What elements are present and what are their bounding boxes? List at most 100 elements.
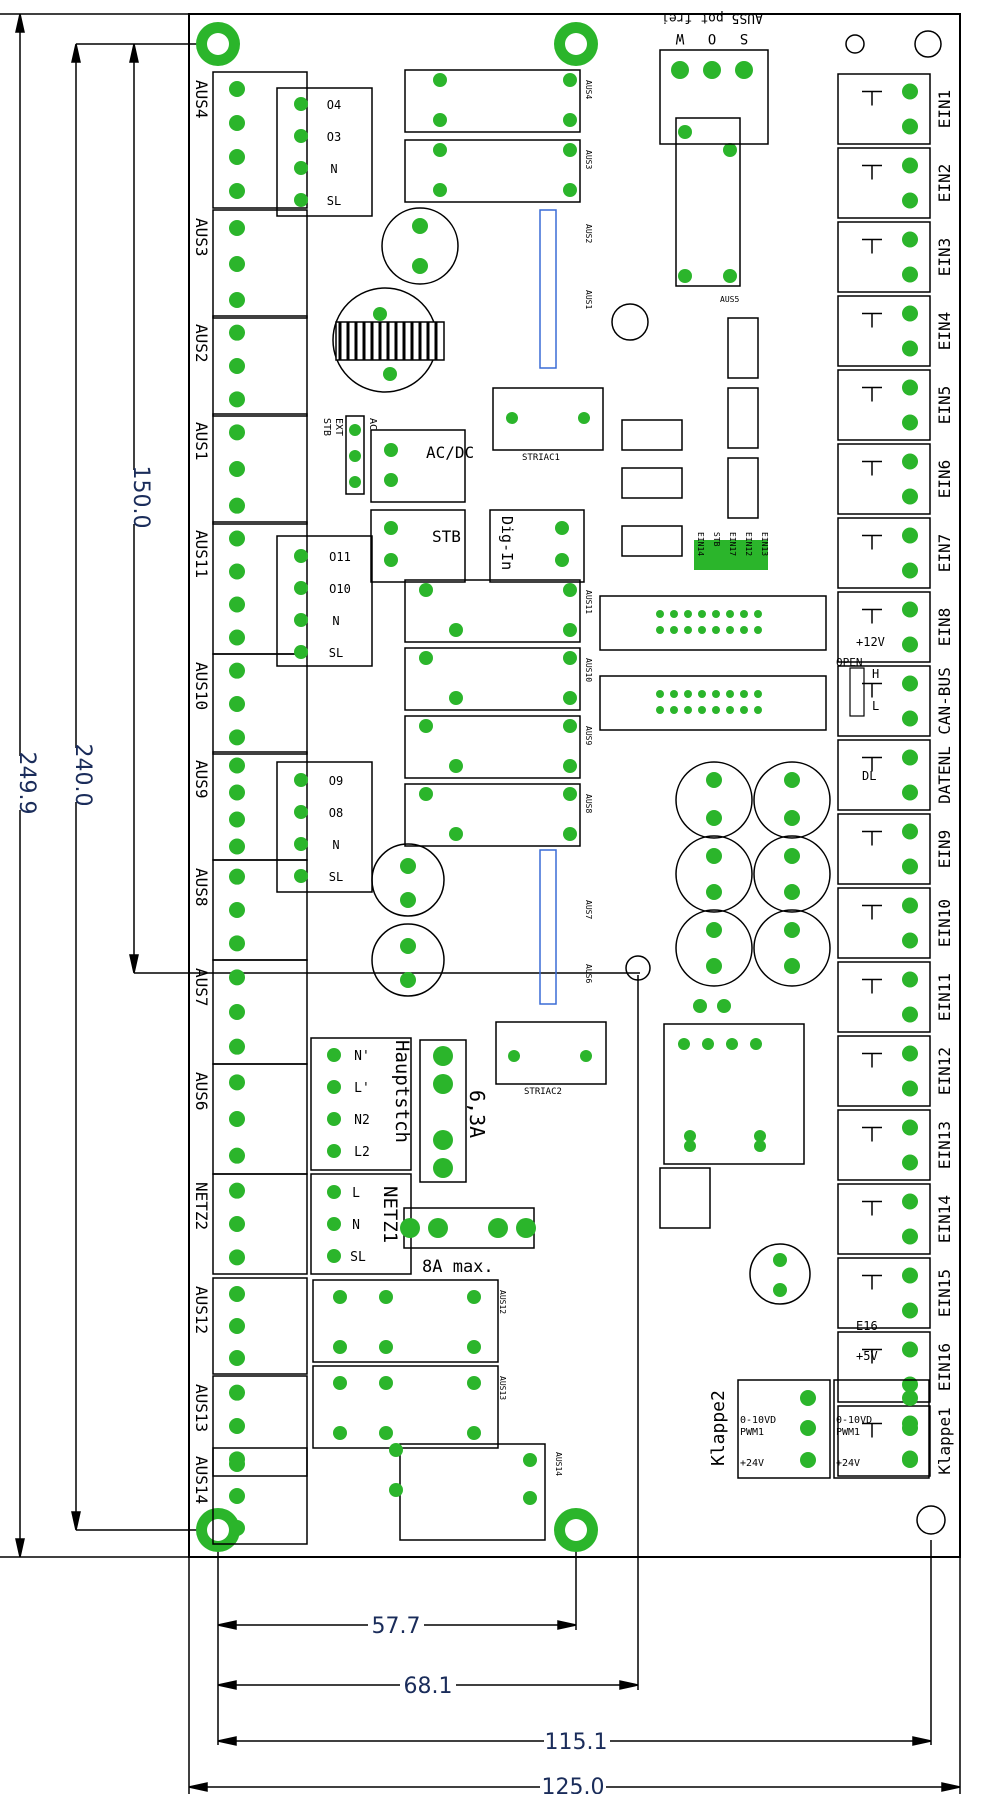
left-terminal-pad xyxy=(229,696,245,712)
pin-netz-l: L xyxy=(352,1186,360,1201)
connector-pins-center xyxy=(656,540,768,1152)
right-terminal-strip: EIN1EIN2EIN3EIN4EIN5EIN6EIN7EIN8CAN-BUSD… xyxy=(837,73,954,1477)
relay-aus13-label: AUS13 xyxy=(498,1376,507,1400)
right-terminal-label: EIN8 xyxy=(935,608,954,647)
left-terminal-pad xyxy=(229,1418,245,1434)
left-terminal-block xyxy=(212,1375,308,1477)
left-terminal-label: AUS9 xyxy=(192,760,211,799)
capacitors xyxy=(371,207,831,1305)
right-terminal-pad xyxy=(902,1302,918,1319)
main-fuse: 6,3A xyxy=(419,1039,489,1183)
right-terminal-block xyxy=(837,813,931,885)
left-terminal-block xyxy=(212,1063,308,1175)
left-terminal-label: AUS11 xyxy=(192,530,211,578)
dim-240-0: 240.0 xyxy=(70,744,95,807)
dim-249-9: 249.9 xyxy=(14,752,39,815)
right-terminal-mark xyxy=(862,1422,882,1438)
inductor xyxy=(332,287,445,393)
left-terminal-pad xyxy=(229,391,245,408)
digin-block: Dig-In xyxy=(489,509,585,583)
right-terminal-pad xyxy=(902,675,918,692)
right-terminal-pad xyxy=(902,192,918,209)
pin-o11: O11 xyxy=(329,550,351,564)
digin-label: Dig-In xyxy=(498,516,516,570)
left-terminal-block xyxy=(212,1277,308,1375)
left-terminal-pad xyxy=(229,729,245,746)
left-terminal-pad xyxy=(229,868,245,885)
fuse-holders-blue xyxy=(539,209,557,1005)
left-terminal-pad xyxy=(229,596,245,613)
right-terminal-pad xyxy=(902,636,918,653)
pin-netz-sl: SL xyxy=(350,1250,366,1265)
pin-n2: N2 xyxy=(354,1113,370,1128)
relay-aus5-label: AUS5 xyxy=(720,295,739,304)
right-terminal-mark xyxy=(862,90,882,106)
left-terminal-block xyxy=(212,413,308,525)
relay-aus6-label: AUS6 xyxy=(584,964,593,983)
left-terminal-label: AUS2 xyxy=(192,324,211,363)
left-terminal-pad xyxy=(229,1384,245,1401)
netz1-label: NETZ1 xyxy=(379,1186,401,1243)
right-terminal-pad xyxy=(902,83,918,100)
hauptstch-block: N' L' N2 L2 Hauptstch xyxy=(310,1037,413,1171)
right-terminal-mark xyxy=(862,904,882,920)
dim-150-0: 150.0 xyxy=(128,466,153,529)
right-terminal-label: EIN15 xyxy=(935,1269,954,1317)
pin-sl-9: SL xyxy=(329,870,343,884)
left-terminal-label: AUS12 xyxy=(192,1286,211,1334)
stb-switch-label-0: STB xyxy=(321,418,332,436)
relay-aus3-label: AUS3 xyxy=(584,150,593,169)
left-terminal-pad xyxy=(229,902,245,918)
right-terminal-label: EIN1 xyxy=(935,90,954,129)
left-terminal-pad xyxy=(229,497,245,514)
klappe1-pin-pwm1: PWM1 xyxy=(836,1427,860,1438)
pin-o3: O3 xyxy=(327,130,341,144)
left-terminal-pad xyxy=(229,183,245,199)
right-terminal-mark xyxy=(862,386,882,402)
right-terminal-block xyxy=(837,961,931,1033)
relay-aus9-label: AUS9 xyxy=(584,726,593,745)
left-terminal-block xyxy=(212,1447,308,1545)
dim-57-7: 57.7 xyxy=(372,1614,421,1639)
relay-aus1-label: AUS1 xyxy=(584,290,593,309)
left-terminal-block xyxy=(212,653,308,755)
klappe1-pin-0-10v: 0-10VD xyxy=(836,1415,872,1426)
right-terminal-label: EIN7 xyxy=(935,534,954,573)
left-terminal-label: AUS6 xyxy=(192,1072,211,1111)
fuse-8a-label: 8A max. xyxy=(422,1257,494,1277)
left-terminal-pad xyxy=(229,530,245,547)
right-terminal-block xyxy=(837,1109,931,1181)
left-terminal-block xyxy=(212,209,308,319)
aus5-w: W xyxy=(675,30,684,46)
aus5-o: O xyxy=(708,30,716,46)
right-terminal-block xyxy=(837,517,931,589)
hauptstch-label: Hauptstch xyxy=(391,1040,413,1143)
right-terminal-block xyxy=(837,1035,931,1107)
left-terminal-pad xyxy=(229,149,245,165)
stb-switch: STB EXT AC xyxy=(321,415,378,495)
right-terminal-label: EIN16 xyxy=(935,1343,954,1391)
jumper-label-0: EIN14 xyxy=(696,532,705,556)
right-terminal-block xyxy=(837,887,931,959)
right-terminal-pad xyxy=(902,488,918,505)
right-terminal-block xyxy=(837,295,931,367)
left-terminal-pad xyxy=(229,662,245,679)
right-terminal-pad xyxy=(902,379,918,396)
left-terminal-pad xyxy=(229,1350,245,1366)
can-bus-pins: +12V H L OPEN xyxy=(836,635,885,717)
right-terminal-block xyxy=(837,73,931,145)
left-terminal-pad xyxy=(229,1111,245,1127)
left-terminal-block xyxy=(212,751,308,861)
right-terminal-pad xyxy=(902,305,918,322)
left-terminal-pad xyxy=(229,969,245,986)
right-terminal-label: Klappe1 xyxy=(935,1407,954,1474)
bottom-dimensions xyxy=(188,975,961,1794)
relay-column xyxy=(312,69,741,1541)
left-terminal-label: AUS8 xyxy=(192,868,211,907)
right-terminal-pad xyxy=(902,971,918,988)
pin-l-prime: L' xyxy=(354,1081,370,1096)
left-terminal-pad xyxy=(229,256,245,272)
left-terminal-pad xyxy=(229,81,245,97)
pin-sl-11: SL xyxy=(329,646,343,660)
